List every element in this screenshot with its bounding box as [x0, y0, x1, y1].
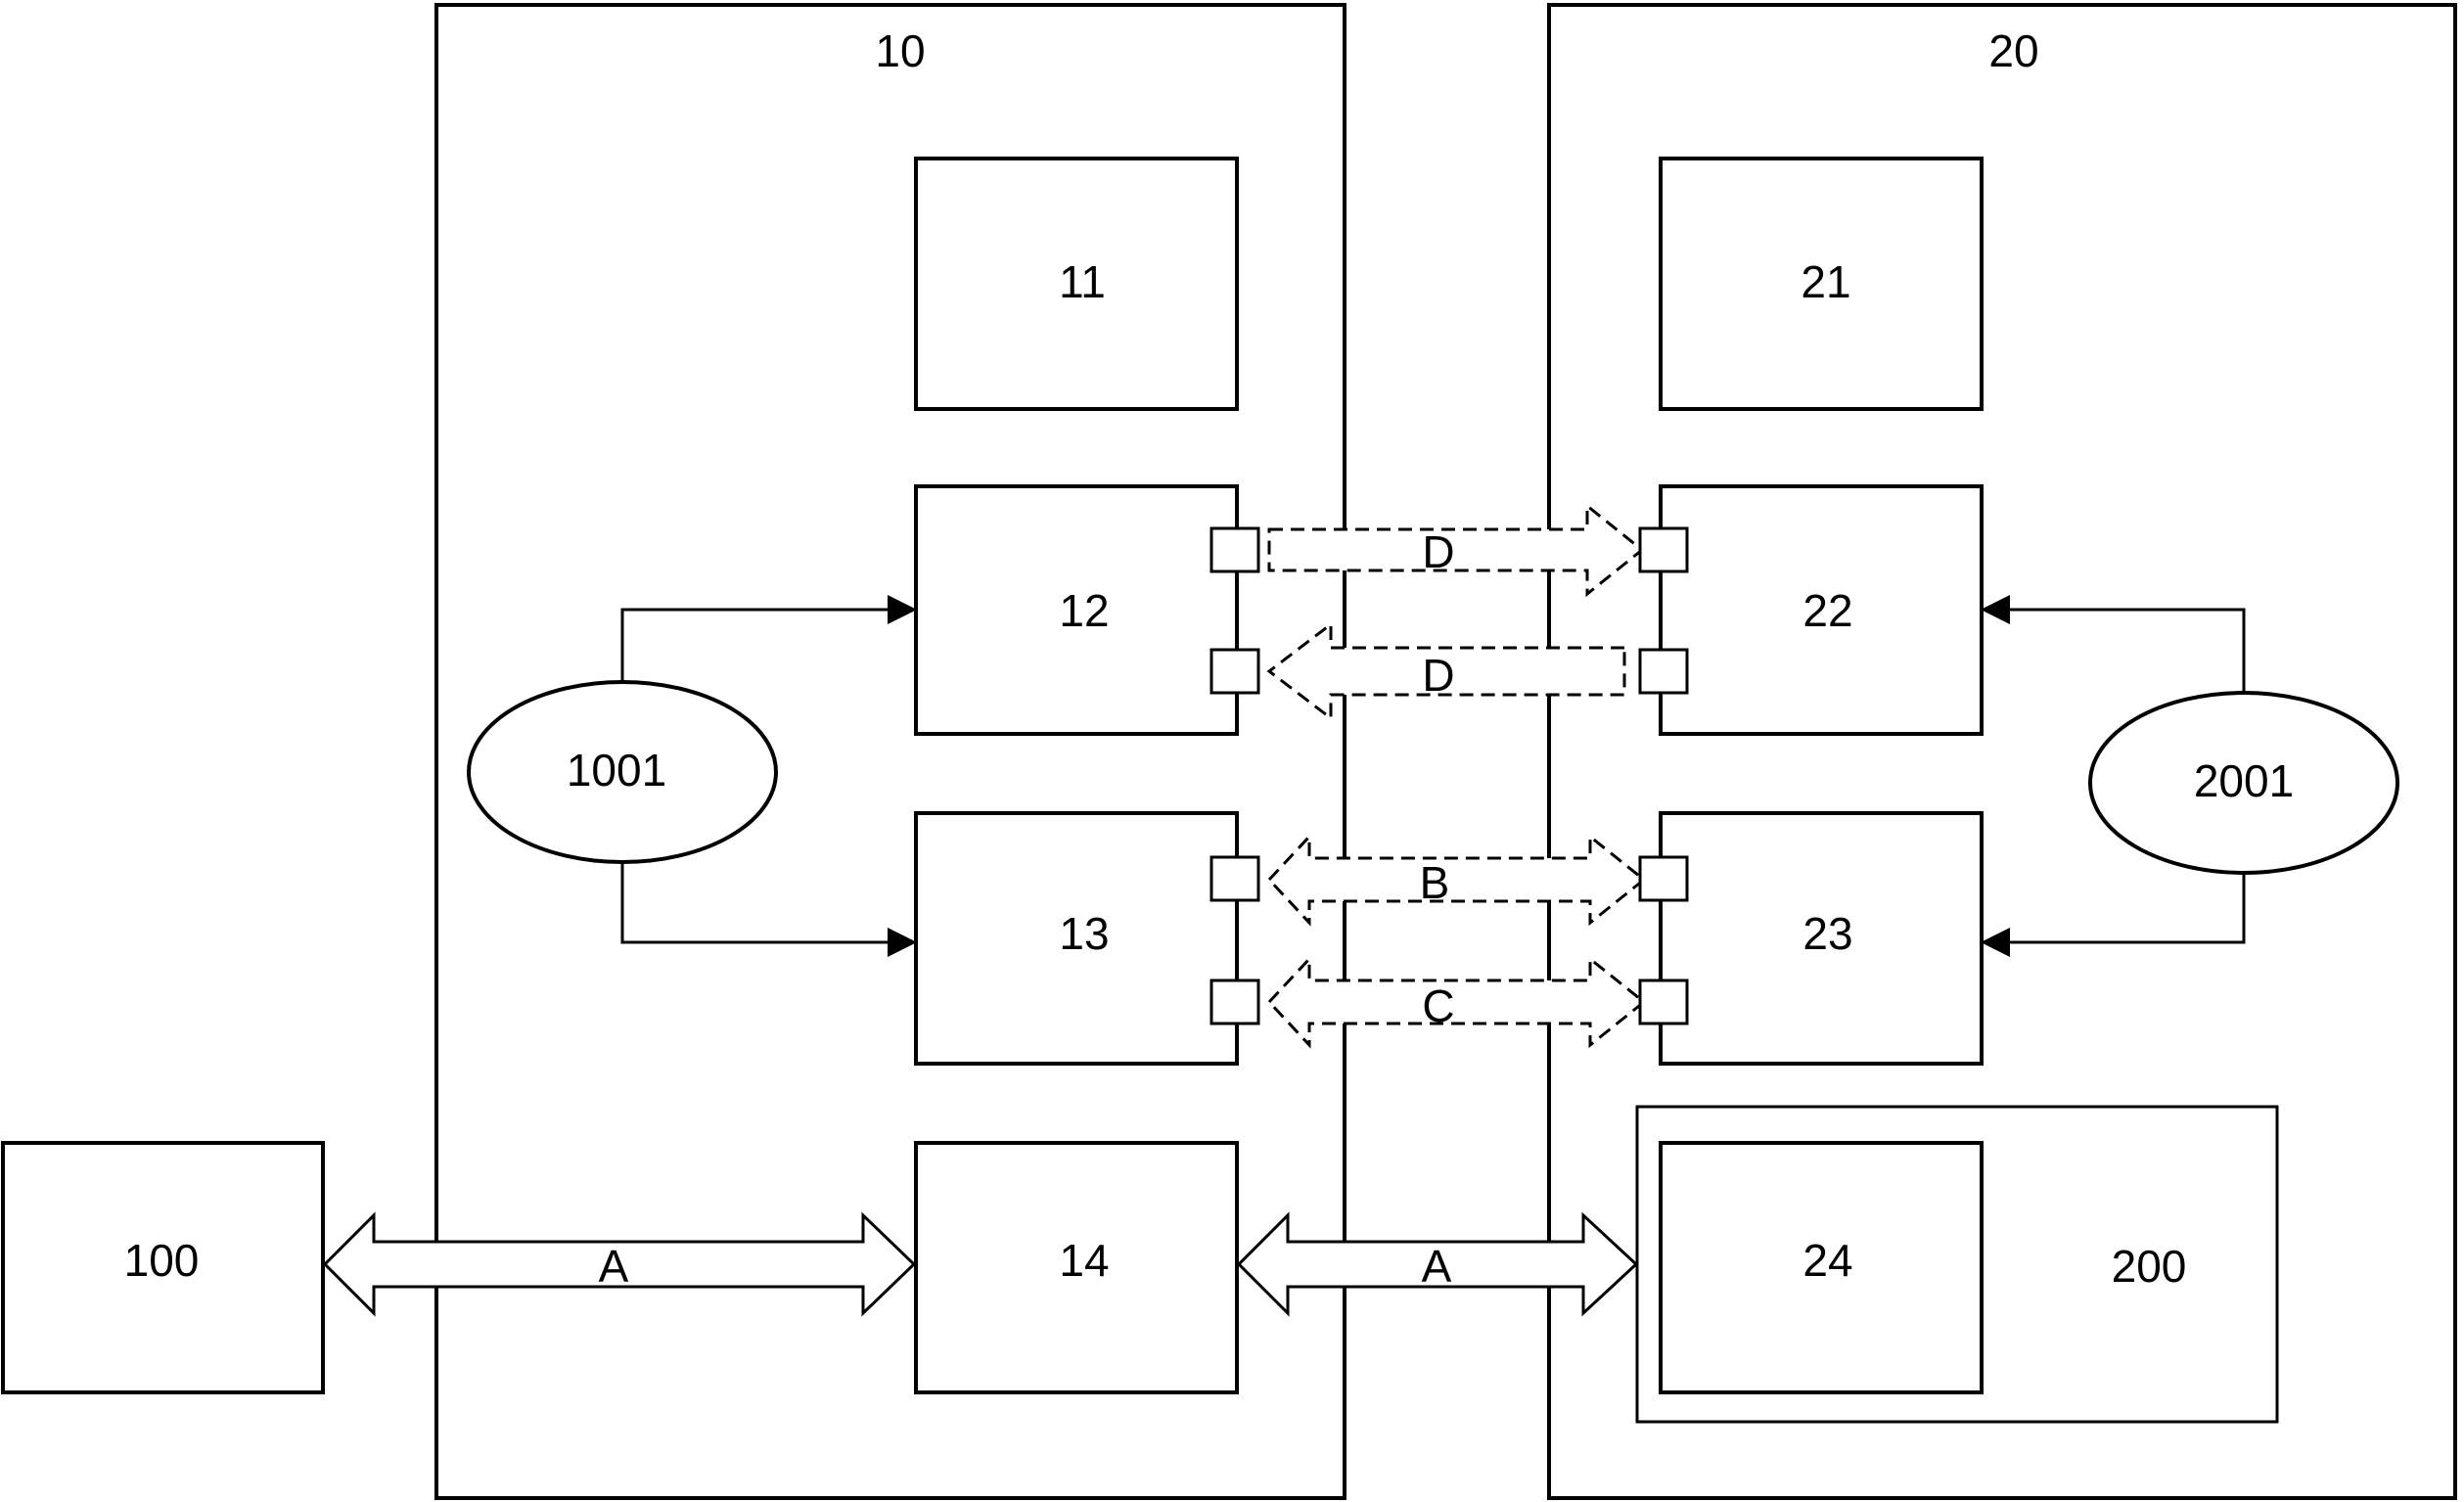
link-label-a-right: A [1422, 1241, 1452, 1292]
connector-1001-to-12 [620, 595, 917, 682]
port-12-lower [1209, 648, 1260, 695]
label-24: 24 [1802, 1235, 1852, 1286]
label-14: 14 [1059, 1235, 1109, 1286]
link-d-top-arrow [1267, 502, 1645, 598]
label-1001: 1001 [567, 745, 666, 796]
port-22-lower [1638, 648, 1689, 695]
label-21: 21 [1801, 256, 1850, 307]
label-2001: 2001 [2194, 755, 2294, 806]
label-11: 11 [1059, 256, 1106, 307]
port-22-upper [1638, 526, 1689, 573]
port-13-upper [1209, 855, 1260, 902]
link-b-arrow [1266, 833, 1647, 927]
port-23-lower [1638, 979, 1689, 1025]
label-22: 22 [1802, 585, 1852, 636]
block-14 [914, 1141, 1239, 1394]
block-24 [1659, 1141, 1984, 1394]
link-label-b: B [1420, 857, 1450, 908]
link-c-arrow [1266, 955, 1647, 1049]
block-23 [1659, 811, 1984, 1066]
label-200: 200 [2112, 1241, 2187, 1292]
connector-1001-to-13 [620, 862, 917, 957]
port-13-lower [1209, 979, 1260, 1025]
link-label-d-top: D [1422, 526, 1454, 577]
port-23-upper [1638, 855, 1689, 902]
connector-2001-to-23 [1981, 873, 2246, 957]
block-21 [1659, 157, 1984, 411]
link-label-a-left: A [599, 1241, 629, 1292]
label-100: 100 [124, 1235, 200, 1286]
label-13: 13 [1059, 908, 1109, 959]
link-a-right-arrow [1236, 1211, 1639, 1317]
block-100 [1, 1141, 325, 1394]
label-23: 23 [1802, 908, 1852, 959]
block-11 [914, 157, 1239, 411]
label-12: 12 [1059, 585, 1109, 636]
link-d-bottom-arrow [1266, 620, 1626, 722]
label-20: 20 [1988, 25, 2038, 76]
link-a-left-arrow [322, 1211, 917, 1317]
link-label-c: C [1422, 980, 1454, 1031]
label-10: 10 [875, 25, 925, 76]
block-22 [1659, 484, 1984, 736]
port-12-upper [1209, 526, 1260, 573]
connector-2001-to-22 [1981, 595, 2246, 693]
link-label-d-bottom: D [1422, 650, 1454, 701]
